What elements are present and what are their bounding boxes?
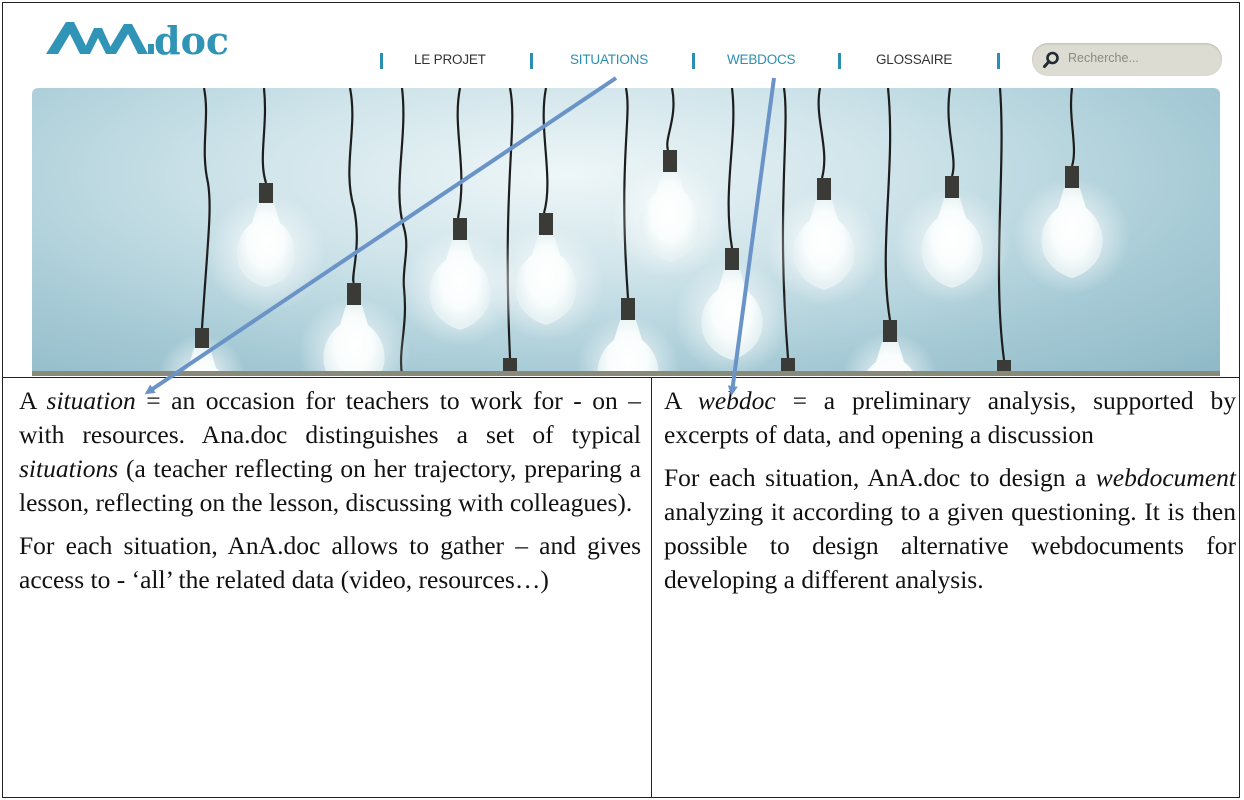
situation-description: A situation = an occasion for teachers t… [19, 384, 641, 606]
search-box [1032, 43, 1222, 76]
search-icon[interactable] [1042, 51, 1060, 69]
text-fragment: A [664, 386, 698, 415]
light-bulbs-illustration [158, 88, 1130, 375]
banner-bottom-strip [32, 371, 1220, 376]
nav-item-webdocs[interactable]: WEBDOCS [727, 52, 796, 67]
text-fragment: = a preliminary analysis, supported by e… [664, 386, 1236, 449]
webdoc-definition: A webdoc = a preliminary analysis, suppo… [664, 384, 1236, 452]
term-webdoc: webdoc [697, 386, 776, 415]
main-nav: LE PROJET SITUATIONS WEBDOCS GLOSSAIRE [370, 50, 1000, 72]
situation-data-paragraph: For each situation, AnA.doc allows to ga… [19, 531, 641, 594]
text-fragment: (a teacher reflecting on her trajectory,… [19, 454, 641, 517]
vertical-divider [651, 377, 652, 798]
bulb-group [158, 150, 1130, 375]
text-fragment: For each situation, AnA.doc to design a [664, 463, 1096, 492]
banner-image [32, 88, 1220, 375]
nav-separator [530, 53, 533, 69]
nav-separator [838, 53, 841, 69]
nav-item-situations[interactable]: SITUATIONS [570, 52, 649, 67]
term-situations: situations [19, 454, 119, 483]
nav-separator [692, 53, 695, 69]
search-input[interactable] [1068, 51, 1208, 65]
situation-definition: A situation = an occasion for teachers t… [19, 384, 641, 520]
horizontal-divider [2, 377, 1240, 378]
nav-separator [380, 53, 383, 69]
anadoc-logo[interactable]: doc [44, 14, 264, 70]
text-fragment: analyzing it according to a given questi… [664, 497, 1236, 594]
term-webdocument: webdocument [1095, 463, 1236, 492]
nav-item-glossaire[interactable]: GLOSSAIRE [876, 52, 953, 67]
webdoc-analysis-paragraph: For each situation, AnA.doc to design a … [664, 461, 1236, 597]
webdoc-description: A webdoc = a preliminary analysis, suppo… [664, 384, 1236, 606]
logo-text: doc [154, 18, 229, 63]
term-situation: situation [46, 386, 136, 415]
nav-item-le-projet[interactable]: LE PROJET [414, 52, 486, 67]
nav-separator [997, 53, 1000, 69]
text-fragment: A [19, 386, 47, 415]
